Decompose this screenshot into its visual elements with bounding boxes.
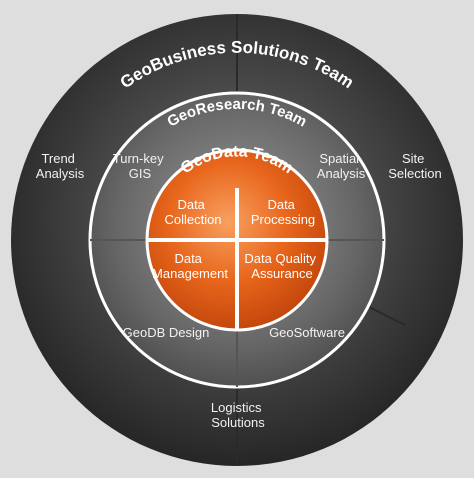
core-quadrant-data-management: Data Management bbox=[152, 251, 228, 281]
middle-item-turn-key-gis: Turn-key GIS bbox=[113, 151, 167, 181]
core-quadrant-data-processing: Data Processing bbox=[251, 197, 315, 227]
outer-item-trend-analysis: Trend Analysis bbox=[36, 151, 85, 181]
outer-item-logistics-solutions: Logistics Solutions bbox=[211, 400, 265, 430]
middle-item-spatial-analysis: Spatial Analysis bbox=[317, 151, 366, 181]
outer-item-site-selection: Site Selection bbox=[388, 151, 441, 181]
core-quadrant-data-collection: Data Collection bbox=[164, 197, 221, 227]
middle-item-geodb-design: GeoDB Design bbox=[123, 325, 210, 340]
middle-ring-dividers bbox=[90, 239, 384, 387]
core-dividers bbox=[147, 188, 327, 330]
core-quadrant-data-quality-assurance: Data Quality Assurance bbox=[244, 251, 319, 281]
middle-item-geosoftware: GeoSoftware bbox=[269, 325, 345, 340]
